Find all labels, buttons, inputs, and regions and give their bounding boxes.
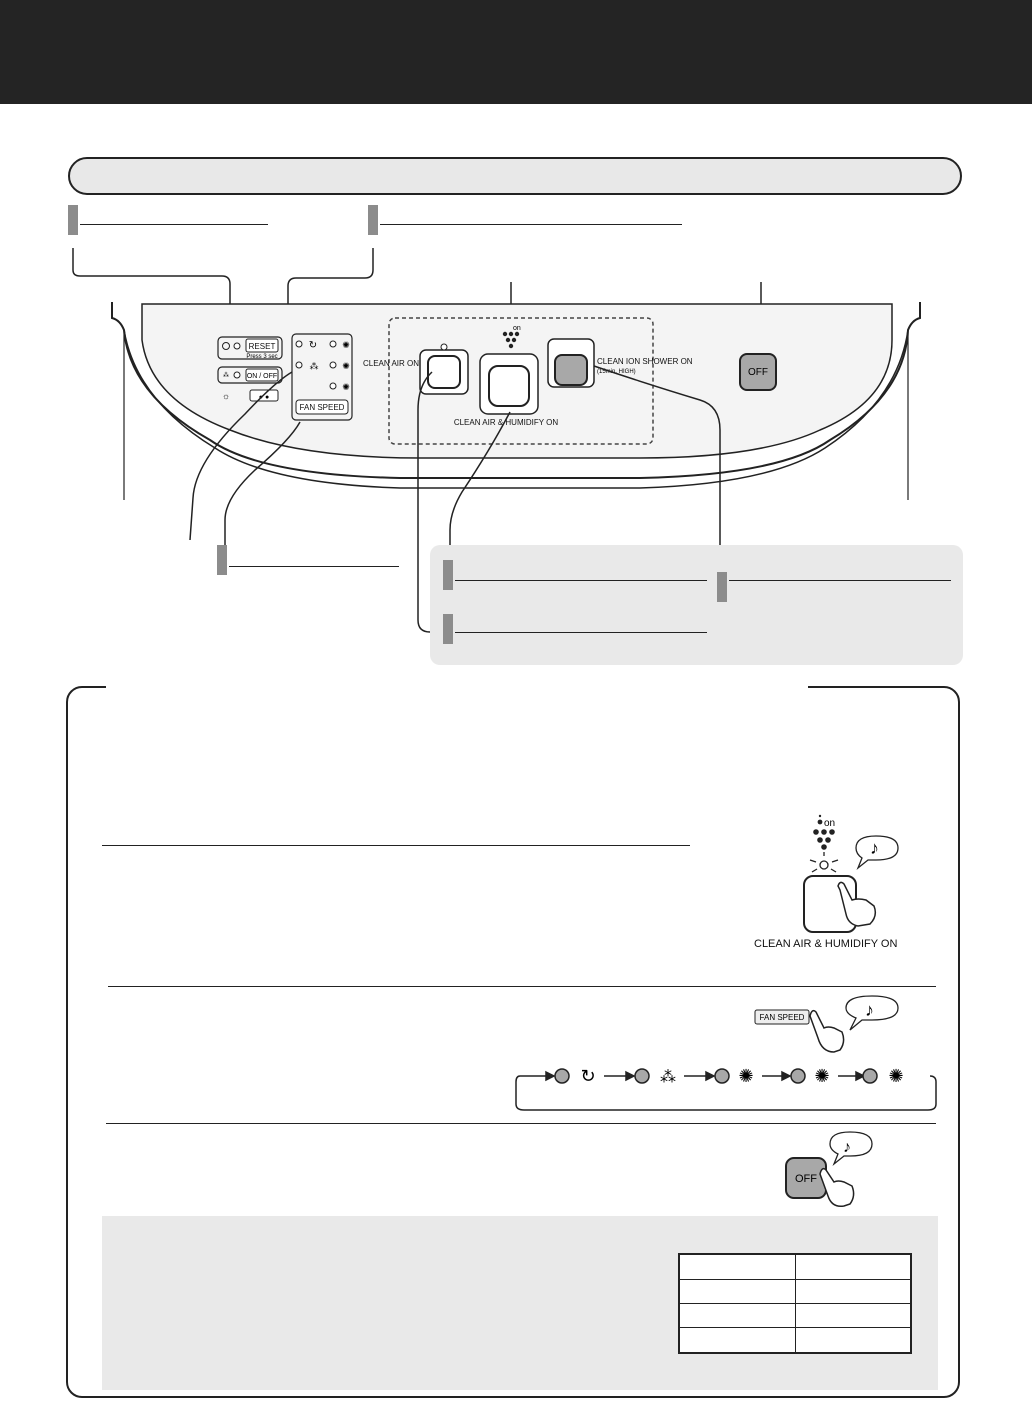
svg-text:✺: ✺ bbox=[342, 382, 350, 392]
beep-note-icon: ♪ bbox=[870, 838, 879, 858]
label-tag-ion-shower bbox=[717, 572, 727, 602]
clean-air-on-label: CLEAN AIR ON bbox=[363, 359, 419, 368]
svg-text:✺: ✺ bbox=[342, 361, 350, 371]
table-row bbox=[678, 1278, 912, 1304]
label-line-clean-air-humidify bbox=[455, 580, 707, 581]
step2-beep-note-icon: ♪ bbox=[865, 1000, 874, 1020]
svg-text:⁂: ⁂ bbox=[223, 372, 229, 379]
step3-divider bbox=[106, 1123, 936, 1124]
table-row bbox=[678, 1327, 912, 1354]
step1-divider bbox=[102, 845, 690, 846]
label-tag-clean-air-humidify bbox=[443, 560, 453, 590]
clean-air-humidify-on-label: CLEAN AIR & HUMIDIFY ON bbox=[454, 418, 559, 427]
svg-text:on: on bbox=[824, 818, 835, 829]
label-line-ion-onoff bbox=[380, 224, 682, 225]
off-button-label: OFF bbox=[748, 367, 768, 378]
clean-ion-shower-sub: (15min, HIGH) bbox=[597, 369, 636, 375]
mode-label-box bbox=[430, 545, 963, 665]
instructions-frame-title-gap bbox=[106, 682, 808, 690]
section-title-bar bbox=[68, 157, 962, 195]
step2-fan-speed-label: FAN SPEED bbox=[760, 1013, 805, 1022]
onoff-button-label: ON / OFF bbox=[247, 373, 277, 380]
svg-text:↻: ↻ bbox=[309, 340, 317, 351]
label-line-filter-reset bbox=[80, 224, 268, 225]
label-line-fan-speed bbox=[229, 566, 399, 567]
label-tag-clean-air bbox=[443, 614, 453, 644]
table-row bbox=[678, 1253, 912, 1280]
reset-button-label: RESET bbox=[249, 342, 276, 351]
fan-speed-sequence: ↻ ⁂ ✺ ✺ ✺ bbox=[515, 1066, 937, 1111]
svg-text:☼: ☼ bbox=[222, 391, 230, 401]
label-tag-fan-speed bbox=[217, 545, 227, 575]
label-tag-filter-reset bbox=[68, 205, 78, 235]
svg-text:● ●: ● ● bbox=[259, 394, 269, 401]
step3-off-label: OFF bbox=[795, 1173, 817, 1185]
reset-hint: Press 3 sec bbox=[246, 354, 277, 360]
spec-table bbox=[678, 1253, 912, 1354]
svg-text:⁂: ⁂ bbox=[310, 361, 319, 371]
control-panel-diagram: RESET Press 3 sec ⁂ ON / OFF ☼ ● ● ↻ ✺ ⁂… bbox=[72, 248, 921, 633]
step2-illustration: FAN SPEED ♪ bbox=[754, 995, 899, 1053]
clean-ion-shower-on-label: CLEAN ION SHOWER ON bbox=[597, 357, 693, 366]
step1-illustration: on ♪ bbox=[803, 814, 899, 933]
fan-speed-button-label: FAN SPEED bbox=[300, 403, 345, 412]
svg-text:✺: ✺ bbox=[888, 1066, 903, 1086]
label-tag-ion-onoff bbox=[368, 205, 378, 235]
svg-text:⁂: ⁂ bbox=[660, 1068, 676, 1086]
step3-beep-note-icon: ♪ bbox=[843, 1139, 851, 1156]
ion-label: on bbox=[513, 325, 521, 332]
header-bar bbox=[0, 0, 1032, 104]
svg-text:✺: ✺ bbox=[738, 1066, 753, 1086]
table-row bbox=[678, 1302, 912, 1329]
label-line-ion-shower bbox=[729, 580, 951, 581]
step3-illustration: OFF ♪ bbox=[785, 1131, 873, 1208]
step2-divider bbox=[108, 986, 936, 987]
svg-text:✺: ✺ bbox=[814, 1066, 829, 1086]
svg-text:↻: ↻ bbox=[580, 1066, 595, 1086]
step1-caption: CLEAN AIR & HUMIDIFY ON bbox=[754, 938, 898, 950]
svg-text:✺: ✺ bbox=[342, 340, 350, 350]
label-line-clean-air bbox=[455, 632, 707, 633]
